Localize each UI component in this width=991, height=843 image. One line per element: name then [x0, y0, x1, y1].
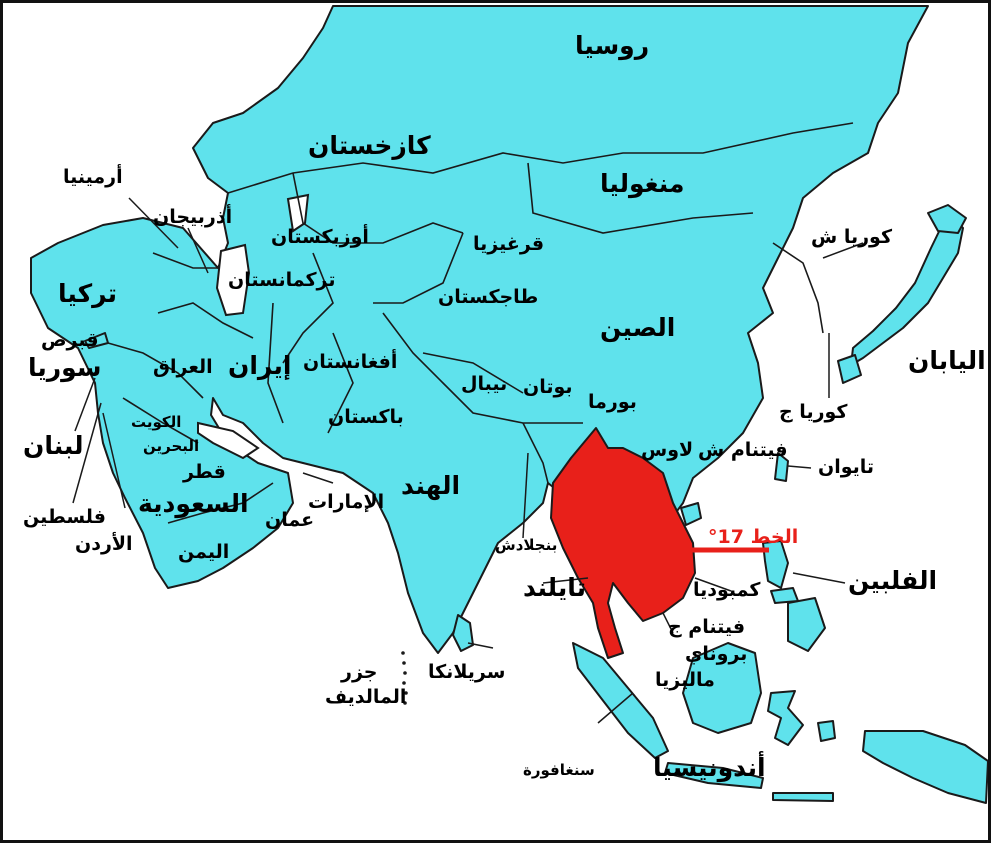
caspian-sea — [215, 243, 251, 317]
label-laos: لاوس — [641, 439, 694, 461]
label-armenia: أرمينيا — [63, 166, 123, 188]
label-japan: اليابان — [908, 346, 986, 375]
label-north-vietnam: فيتنام ش — [698, 439, 788, 461]
land-layer — [30, 5, 988, 804]
label-palestine: فلسطين — [23, 506, 106, 528]
land-japan-hokkaido — [927, 204, 967, 234]
label-afghanistan: أفغانستان — [303, 351, 398, 373]
label-bangladesh: بنجلادش — [495, 536, 558, 554]
label-singapore: سنغافورة — [523, 761, 595, 779]
label-kyrgyzstan: قرغيزيا — [473, 233, 545, 255]
label-cyprus: قبرص — [41, 329, 99, 351]
label-emirates: الإمارات — [308, 491, 385, 513]
label-thailand: تايلند — [523, 573, 587, 602]
label-tajikistan: طاجكستان — [438, 286, 539, 308]
highlight-indochina — [550, 427, 696, 659]
land-hainan — [680, 502, 702, 526]
label-russia: روسيا — [575, 31, 650, 60]
label-azerbaijan: أذربيجان — [153, 206, 233, 228]
land-borneo — [682, 642, 762, 734]
label-turkmenistan: تركمانستان — [228, 269, 336, 291]
label-kuwait: الكويت — [131, 413, 182, 431]
land-mainland — [30, 5, 929, 654]
label-indonesia: أندونيسيا — [653, 753, 766, 782]
label-maldives-line1: جزر — [341, 661, 378, 683]
label-maldives-line2: المالديف — [325, 686, 407, 708]
label-philippines: الفلبين — [848, 566, 938, 595]
land-new-guinea — [862, 730, 988, 804]
label-syria: سوريا — [28, 353, 102, 382]
maldives-dots — [401, 651, 408, 705]
land-sulawesi — [767, 690, 804, 746]
label-iraq: العراق — [153, 356, 213, 378]
label-iran: إيران — [228, 351, 292, 380]
label-uzbekistan: أوزبكستان — [271, 226, 369, 248]
land-philippines-visayas — [770, 587, 799, 604]
label-bhutan: بوتان — [523, 376, 573, 398]
land-moluccas — [817, 720, 836, 742]
label-north-korea: كوريا ش — [811, 226, 893, 248]
label-parallel-17: الخط 17° — [708, 526, 799, 548]
label-yemen: اليمن — [178, 541, 230, 563]
land-java — [664, 762, 764, 789]
label-oman: عمان — [265, 509, 315, 531]
label-china: الصين — [600, 313, 676, 342]
label-bahrain: البحرين — [143, 437, 200, 455]
label-cambodia: كمبوديا — [693, 579, 761, 601]
label-nepal: نيبال — [461, 373, 508, 395]
map-graphic — [30, 5, 988, 804]
label-burma: بورما — [588, 391, 637, 413]
land-philippines-luzon — [762, 540, 789, 589]
label-taiwan: تايوان — [818, 456, 875, 478]
country-borders — [107, 122, 854, 524]
leader-lines — [72, 197, 864, 724]
land-sumatra — [572, 642, 669, 759]
label-lebanon: لبنان — [23, 431, 84, 460]
land-taiwan — [774, 452, 789, 482]
land-sri-lanka — [452, 614, 474, 652]
label-qatar: قطر — [183, 461, 226, 483]
land-philippines-mindanao — [787, 597, 826, 652]
land-japan-honshu — [850, 212, 964, 366]
land-lesser-sunda — [772, 792, 834, 802]
label-brunei: بروناي — [685, 643, 748, 665]
persian-gulf — [197, 421, 260, 460]
label-sri-lanka: سريلانكا — [428, 661, 506, 683]
label-pakistan: باكستان — [328, 406, 404, 428]
label-mongolia: منغوليا — [600, 169, 685, 198]
land-japan-kyushu — [837, 354, 862, 384]
label-india: الهند — [401, 471, 461, 500]
label-saudi: السعودية — [138, 489, 249, 518]
label-jordan: الأردن — [75, 533, 133, 555]
label-kazakhstan: كازخستان — [308, 131, 431, 160]
label-south-korea: كوريا ج — [779, 401, 848, 423]
label-south-vietnam: فيتنام ج — [668, 616, 746, 638]
label-turkey: تركيا — [58, 279, 118, 308]
label-malaysia: ماليزيا — [655, 669, 715, 691]
